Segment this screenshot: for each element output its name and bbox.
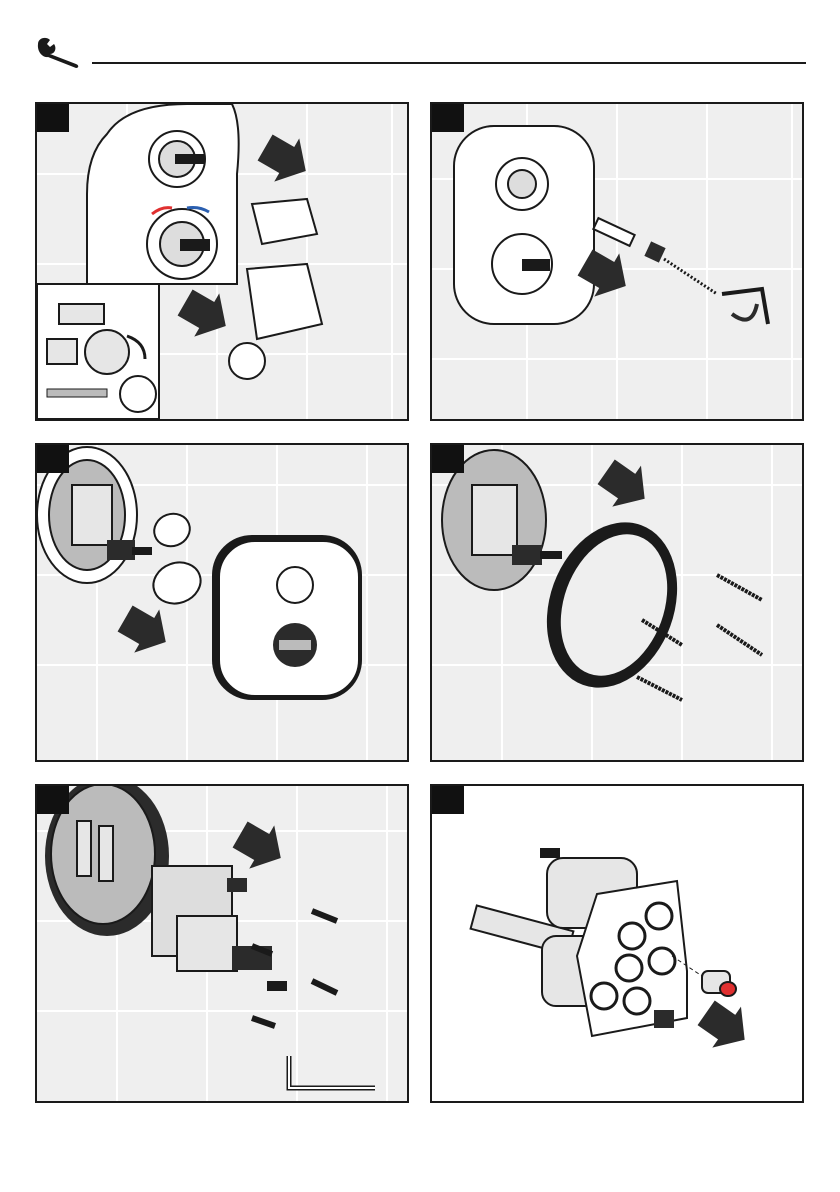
- sleeve-icon: [148, 509, 207, 610]
- valve-body-icon: [152, 866, 287, 991]
- upper-spindle: [149, 131, 205, 187]
- header-rule: [92, 62, 806, 64]
- step-badge: [37, 445, 69, 473]
- removal-arrow-icon: [592, 451, 659, 519]
- handle-cap-icon: [247, 199, 322, 339]
- step-badge: [37, 104, 69, 132]
- step-panel-4: [430, 443, 804, 762]
- removal-arrow-icon: [692, 992, 759, 1060]
- hex-key-icon: [289, 1056, 375, 1088]
- callout-circle: [229, 343, 265, 379]
- removal-arrow-icon: [228, 813, 294, 880]
- trim-plate-icon: [212, 535, 362, 700]
- step-badge: [432, 786, 464, 814]
- step-panel-5: [35, 784, 409, 1103]
- valve-inset-icon: [37, 284, 159, 419]
- trim-plate-icon: [454, 126, 594, 324]
- mounting-ring-icon: [525, 504, 700, 706]
- valve-assembly-icon: [471, 848, 687, 1036]
- removal-arrow-icon: [113, 597, 179, 664]
- step-panel-6: [430, 784, 804, 1103]
- step-panel-3: [35, 443, 409, 762]
- lower-spindle: [147, 208, 217, 280]
- hex-key-icon: [722, 289, 768, 324]
- step-panel-1: [35, 102, 409, 421]
- step-badge: [432, 445, 464, 473]
- wrench-icon: [34, 34, 84, 68]
- check-valve-icon: [702, 971, 736, 996]
- step-badge: [37, 786, 69, 814]
- step-badge: [432, 104, 464, 132]
- step-panel-2: [430, 102, 804, 421]
